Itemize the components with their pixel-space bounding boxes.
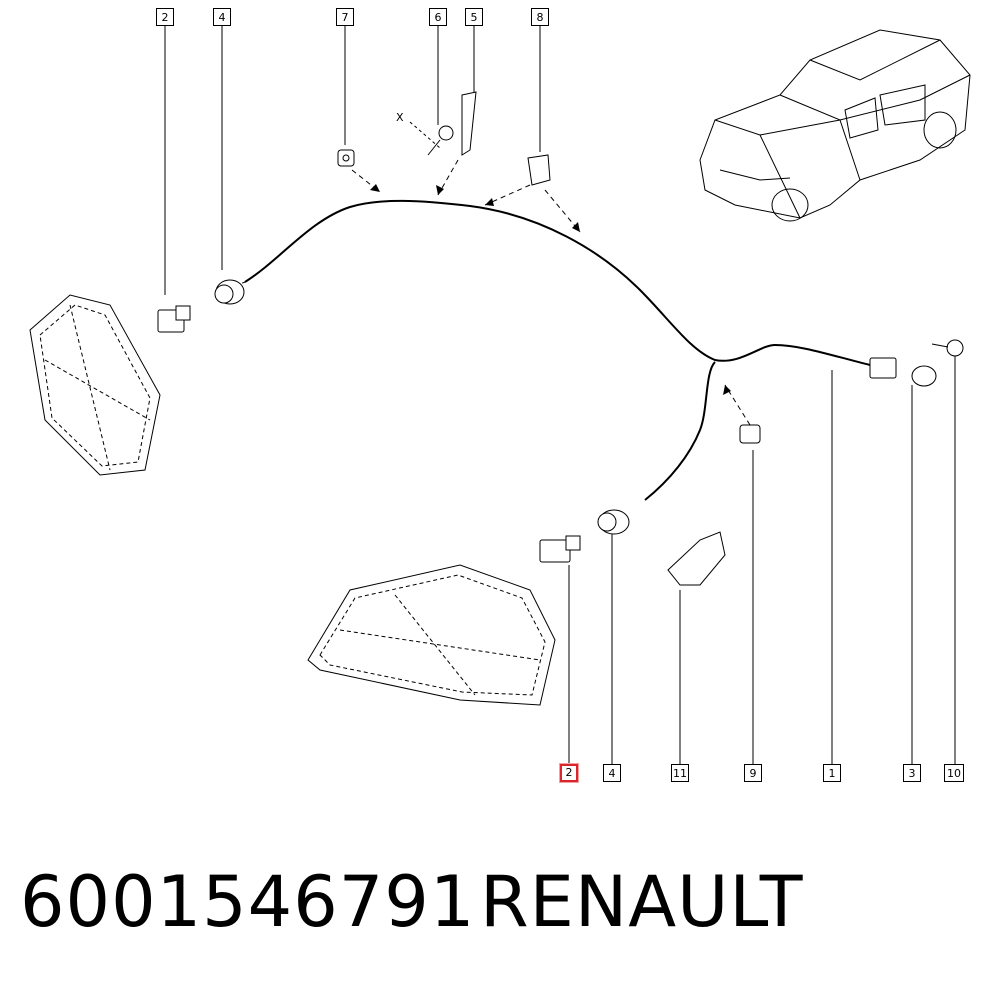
connector-1-icon bbox=[869, 357, 897, 379]
bulb-socket-2-top-icon bbox=[157, 305, 191, 333]
bulb-socket-2-bottom-icon bbox=[539, 535, 581, 563]
headlamp-right-icon bbox=[307, 564, 556, 706]
callout-4-bottom[interactable]: 4 bbox=[603, 764, 621, 782]
callout-9[interactable]: 9 bbox=[744, 764, 762, 782]
callout-7[interactable]: 7 bbox=[336, 8, 354, 26]
x-dimension-label: X bbox=[396, 111, 404, 124]
callout-2-top[interactable]: 2 bbox=[156, 8, 174, 26]
callout-6[interactable]: 6 bbox=[429, 8, 447, 26]
headlamp-left-icon bbox=[29, 294, 161, 476]
callout-10[interactable]: 10 bbox=[944, 764, 964, 782]
car-illustration bbox=[699, 29, 971, 222]
harness-branch bbox=[644, 361, 716, 501]
brand-name: RENAULT bbox=[480, 861, 804, 943]
grommet-4-bottom-icon bbox=[597, 509, 630, 535]
bolt-6-icon bbox=[409, 121, 454, 156]
callout-11[interactable]: 11 bbox=[671, 764, 689, 782]
clip-8-icon bbox=[527, 154, 551, 186]
clip-7-icon bbox=[337, 149, 355, 167]
callout-2-bottom-highlighted[interactable]: 2 bbox=[560, 764, 578, 782]
callout-4-top[interactable]: 4 bbox=[213, 8, 231, 26]
callout-5[interactable]: 5 bbox=[465, 8, 483, 26]
callout-3[interactable]: 3 bbox=[903, 764, 921, 782]
callout-8[interactable]: 8 bbox=[531, 8, 549, 26]
bracket-5-icon bbox=[461, 91, 477, 156]
clip-11-icon bbox=[667, 531, 726, 586]
part-number: 6001546791 bbox=[20, 861, 476, 943]
clip-9-icon bbox=[739, 424, 761, 444]
screw-10-icon bbox=[931, 339, 964, 357]
grommet-3-icon bbox=[911, 365, 937, 387]
harness-main bbox=[244, 199, 871, 366]
diagram-drawing bbox=[29, 25, 971, 764]
grommet-4-top-icon bbox=[214, 279, 245, 305]
parts-diagram: X 2 4 7 6 5 8 2 4 11 9 1 3 10 bbox=[29, 8, 971, 782]
callout-1[interactable]: 1 bbox=[823, 764, 841, 782]
